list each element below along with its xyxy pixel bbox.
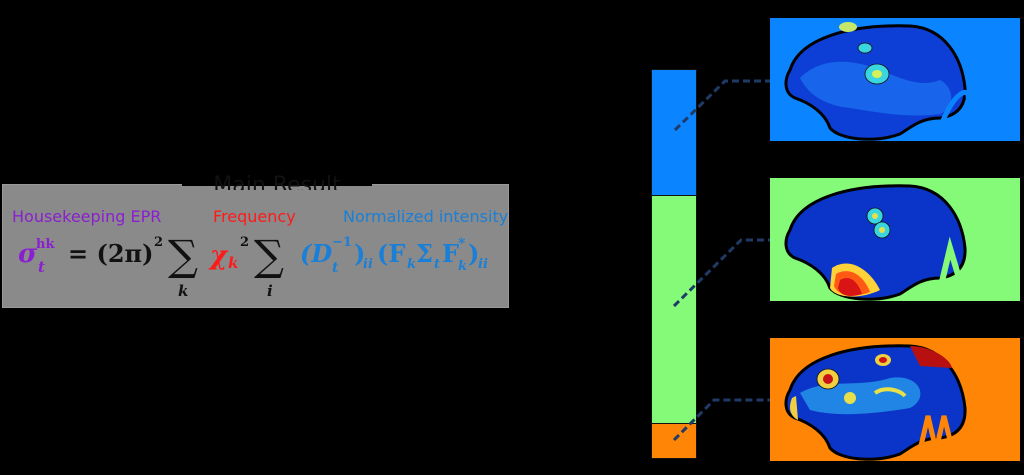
eq-sum-k: ∑	[168, 231, 198, 280]
blue-panel	[770, 18, 1020, 141]
eq-F2-sub: k	[458, 259, 467, 274]
connector-green	[672, 238, 770, 308]
eq-sigma: σ	[18, 239, 38, 269]
eq-F2-sup: *	[458, 236, 466, 252]
eq-chi-power: 2	[240, 235, 249, 250]
main-result-box	[2, 184, 509, 308]
eq-F-sub: k	[407, 257, 416, 272]
eq-sum-i-index: i	[267, 282, 273, 300]
bar-segment-green	[651, 195, 697, 424]
eq-Sigma: Σ	[416, 239, 433, 268]
title-tab	[182, 160, 372, 186]
bar-segment-orange	[651, 423, 697, 459]
brain-map-orange	[784, 344, 967, 461]
eq-2pi: = (2π)	[68, 239, 153, 268]
eq-t: t	[38, 258, 45, 276]
eq-ii-1: ii	[363, 257, 373, 272]
normalized-intensity-label: Normalized intensity	[343, 207, 509, 226]
frequency-label: Frequency	[213, 207, 296, 226]
eq-D: (D	[300, 239, 332, 268]
connector-blue	[673, 79, 770, 132]
brain-map-blue	[784, 22, 971, 141]
eq-Sigma-sub: t	[434, 257, 440, 272]
green-panel	[770, 178, 1020, 301]
eq-chi: χ	[208, 241, 229, 271]
housekeeping-epr-label: Housekeeping EPR	[12, 207, 162, 226]
eq-D-sub: t	[332, 260, 339, 276]
main-result-title: Main Result	[213, 173, 341, 190]
eq-close: )	[468, 239, 479, 268]
eq-D-close: )	[354, 239, 365, 268]
equation: σ hk t = (2π) 2 ∑ k χ k 2 ∑ i (D −1 t ) …	[18, 231, 488, 300]
eq-sum-i: ∑	[254, 231, 284, 280]
eq-hk: hk	[36, 237, 55, 252]
orange-panel	[770, 338, 1020, 461]
eq-F2: F	[442, 239, 459, 268]
eq-F: (F	[377, 239, 405, 268]
eq-power: 2	[154, 235, 163, 250]
eq-ii-2: ii	[478, 257, 488, 272]
eq-sum-k-index: k	[178, 282, 188, 300]
bar-segment-blue	[651, 69, 697, 196]
brain-map-green	[784, 184, 967, 301]
eq-chi-sub: k	[228, 254, 238, 272]
eq-D-inv: −1	[332, 235, 352, 250]
connector-orange	[672, 398, 770, 442]
